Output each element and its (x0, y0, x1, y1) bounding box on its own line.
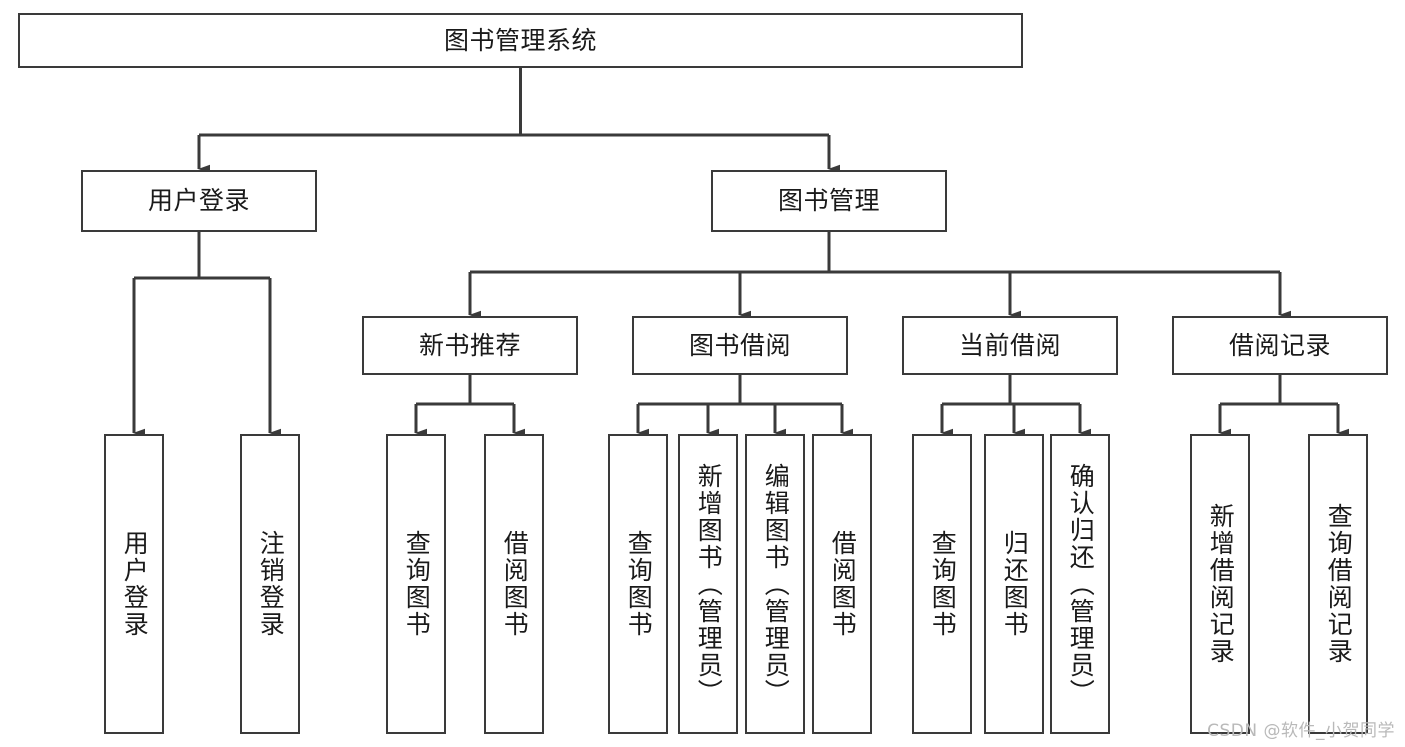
node-leaf-2[interactable]: 查询图书 (386, 434, 446, 734)
node-label: 查询图书 (928, 530, 958, 638)
node-label: 新增图书（管理员） (694, 462, 724, 706)
node-label: 查询图书 (624, 530, 654, 638)
node-leaf-8[interactable]: 查询图书 (912, 434, 972, 734)
node-label: 图书管理系统 (443, 25, 597, 55)
node-label: 借阅记录 (1228, 330, 1331, 360)
node-leaf-1[interactable]: 注销登录 (240, 434, 300, 734)
node-leaf-5[interactable]: 新增图书（管理员） (678, 434, 738, 734)
node-label: 归还图书 (1000, 530, 1030, 638)
node-leaf-9[interactable]: 归还图书 (984, 434, 1044, 734)
node-leaf-4[interactable]: 查询图书 (608, 434, 668, 734)
node-label: 图书借阅 (688, 330, 791, 360)
node-leaf-12[interactable]: 查询借阅记录 (1308, 434, 1368, 734)
node-label: 用户登录 (120, 530, 150, 638)
node-l2-3[interactable]: 借阅记录 (1172, 316, 1388, 375)
node-label: 新增借阅记录 (1206, 503, 1236, 665)
csdn-watermark: CSDN @软件_小贺同学 (1207, 721, 1395, 741)
node-label: 查询借阅记录 (1324, 503, 1354, 665)
node-l2-2[interactable]: 当前借阅 (902, 316, 1118, 375)
node-label: 注销登录 (256, 530, 286, 638)
node-label: 图书管理 (777, 186, 880, 215)
node-leaf-6[interactable]: 编辑图书（管理员） (745, 434, 805, 734)
node-l1-0[interactable]: 用户登录 (81, 170, 317, 232)
connector-group (132, 68, 1349, 438)
node-label: 编辑图书（管理员） (761, 462, 791, 706)
node-label: 借阅图书 (500, 530, 530, 638)
node-leaf-7[interactable]: 借阅图书 (812, 434, 872, 734)
node-label: 确认归还（管理员） (1066, 462, 1096, 706)
node-label: 新书推荐 (418, 330, 521, 360)
node-leaf-10[interactable]: 确认归还（管理员） (1050, 434, 1110, 734)
node-label: 当前借阅 (958, 330, 1061, 360)
node-l2-0[interactable]: 新书推荐 (362, 316, 578, 375)
node-l2-1[interactable]: 图书借阅 (632, 316, 848, 375)
node-label: 查询图书 (402, 530, 432, 638)
node-label: 借阅图书 (828, 530, 858, 638)
node-leaf-11[interactable]: 新增借阅记录 (1190, 434, 1250, 734)
node-label: 用户登录 (147, 186, 250, 215)
node-l1-1[interactable]: 图书管理 (711, 170, 947, 232)
node-leaf-0[interactable]: 用户登录 (104, 434, 164, 734)
node-root[interactable]: 图书管理系统 (18, 13, 1023, 68)
node-leaf-3[interactable]: 借阅图书 (484, 434, 544, 734)
